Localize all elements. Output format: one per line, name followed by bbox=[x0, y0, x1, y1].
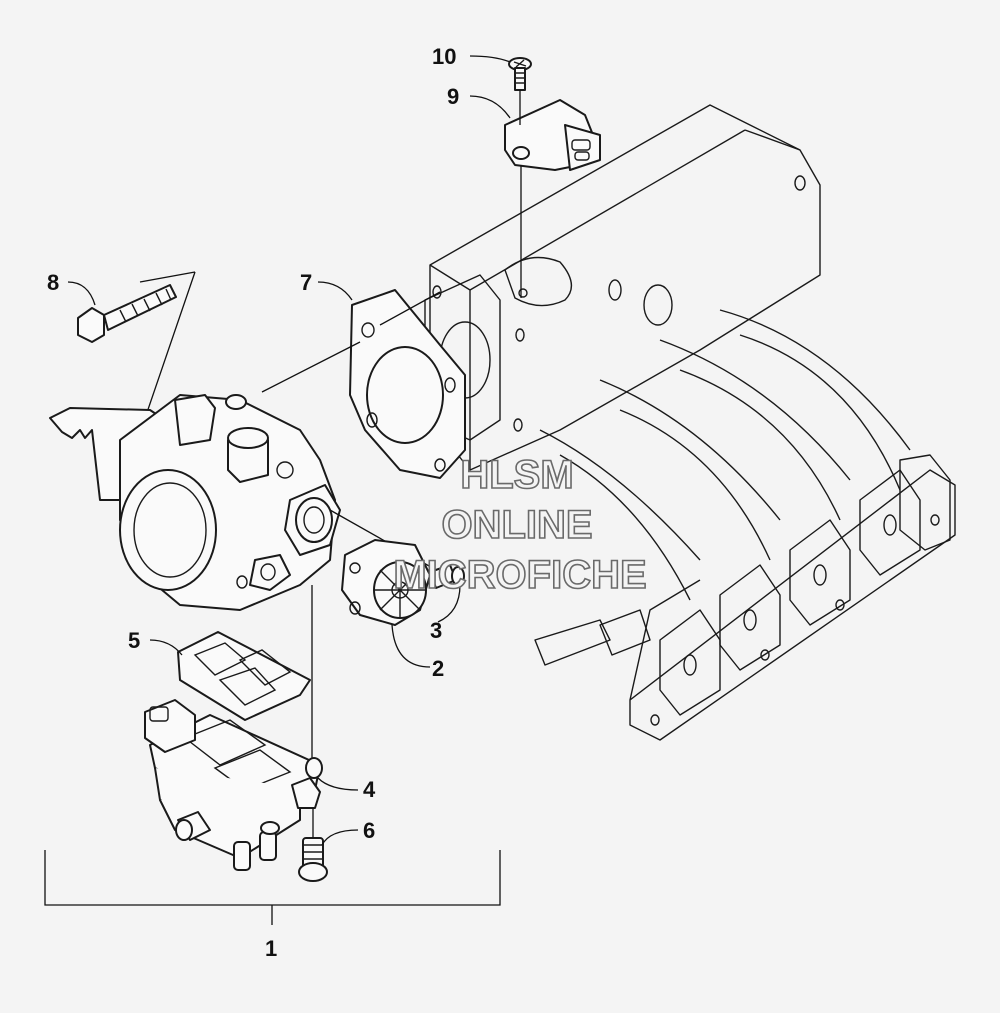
iac-valve-assembly bbox=[144, 699, 323, 871]
watermark-line-2: ONLINE bbox=[441, 503, 592, 547]
intake-manifold bbox=[424, 104, 956, 741]
part-7-gasket bbox=[349, 289, 466, 479]
callout-leaders bbox=[67, 55, 511, 846]
callout-1: 1 bbox=[265, 936, 277, 961]
callout-10: 10 bbox=[432, 44, 456, 69]
callout-8: 8 bbox=[47, 270, 59, 295]
callout-6: 6 bbox=[363, 818, 375, 843]
part-5-gasket bbox=[177, 631, 311, 721]
callout-7: 7 bbox=[300, 270, 312, 295]
part-9-sensor bbox=[504, 99, 601, 171]
callout-3: 3 bbox=[430, 618, 442, 643]
part-10-screw bbox=[508, 57, 532, 91]
part-8-bolt bbox=[77, 284, 177, 343]
part-6-screw bbox=[298, 837, 328, 882]
watermark: HLSM ONLINE MICROFICHE bbox=[393, 452, 648, 598]
callout-9: 9 bbox=[447, 84, 459, 109]
watermark-line-3: MICROFICHE bbox=[393, 553, 646, 597]
part-2-tps bbox=[341, 539, 431, 626]
callout-2: 2 bbox=[432, 656, 444, 681]
assembly-bracket bbox=[44, 850, 501, 925]
callout-5: 5 bbox=[128, 628, 140, 653]
callout-4: 4 bbox=[363, 777, 376, 802]
watermark-line-1: HLSM bbox=[460, 453, 573, 497]
throttle-body bbox=[49, 394, 341, 611]
part-3-screw bbox=[429, 564, 465, 589]
